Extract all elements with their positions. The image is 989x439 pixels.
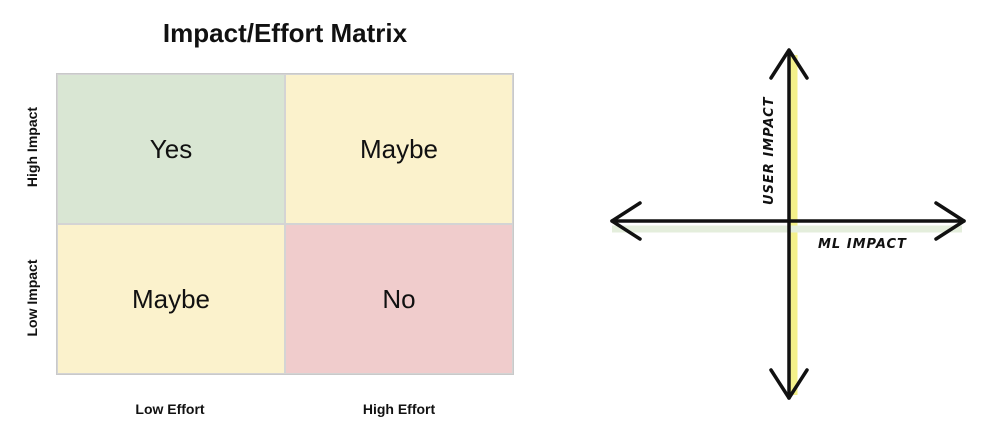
matrix-title: Impact/Effort Matrix: [162, 18, 408, 48]
x-label-low-effort: Low Effort: [135, 401, 205, 417]
cell-high-impact-low-effort: Yes: [57, 74, 285, 224]
vertical-axis-label: USER IMPACT: [762, 96, 777, 205]
sketch-axes-diagram: USER IMPACT ML IMPACT: [610, 48, 966, 400]
cell-low-impact-low-effort: Maybe: [57, 224, 285, 374]
cell-high-impact-high-effort: Maybe: [285, 74, 513, 224]
impact-effort-grid: Yes Maybe Maybe No: [56, 73, 514, 375]
arrowhead-up: [769, 48, 809, 80]
arrowhead-down: [769, 368, 809, 400]
arrowhead-left: [610, 201, 642, 241]
arrowhead-right: [934, 201, 966, 241]
horizontal-axis-label: ML IMPACT: [818, 237, 907, 252]
y-label-low-impact: Low Impact: [24, 259, 40, 337]
cell-low-impact-high-effort: No: [285, 224, 513, 374]
x-label-high-effort: High Effort: [362, 401, 436, 417]
y-label-high-impact: High Impact: [24, 106, 40, 188]
